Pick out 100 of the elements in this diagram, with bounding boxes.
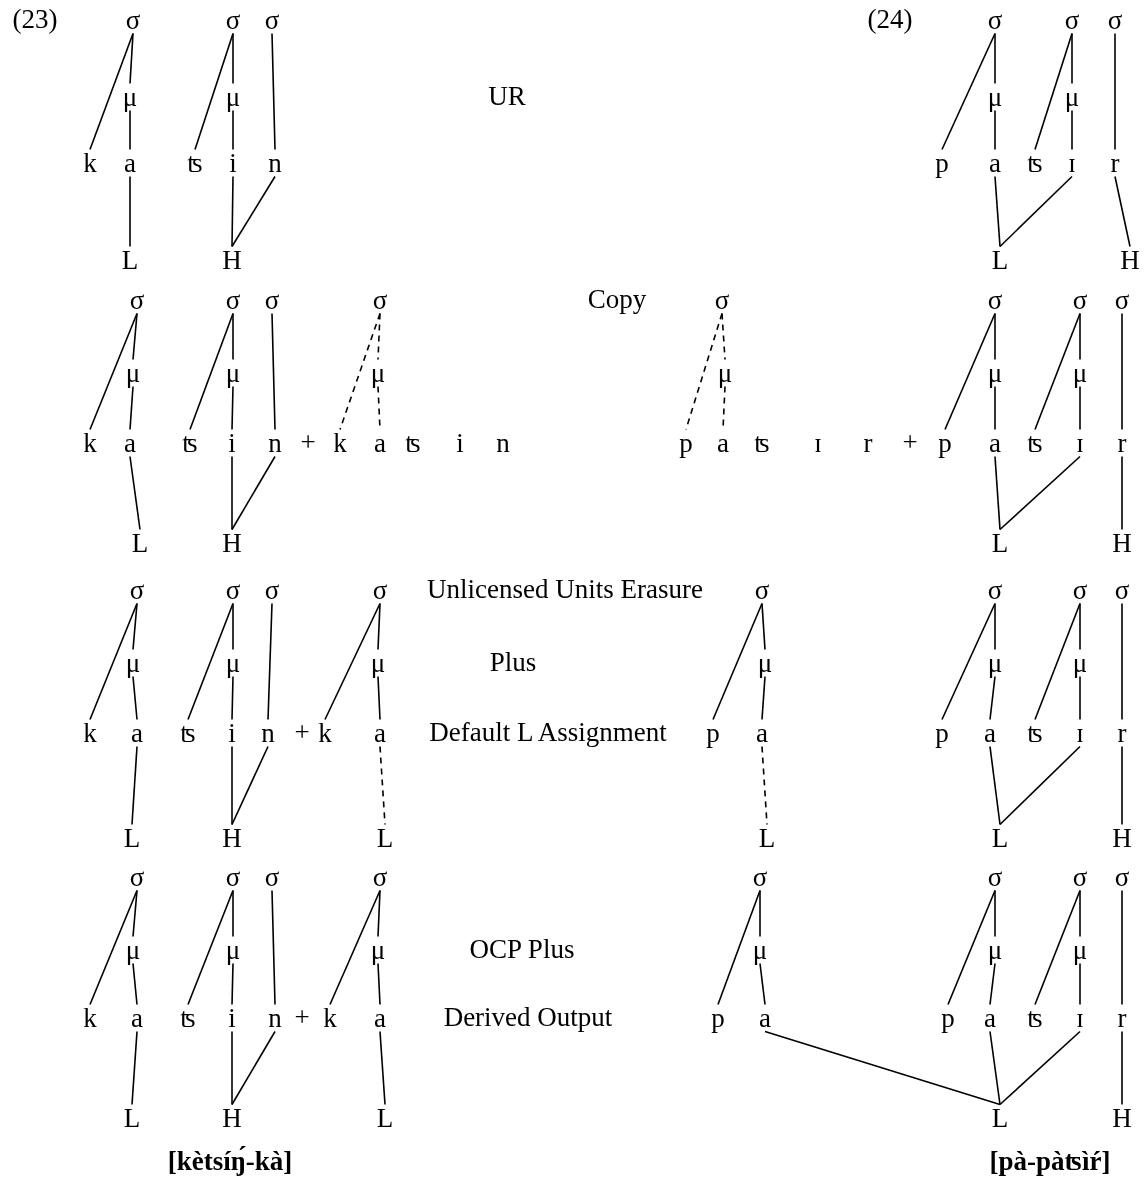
tier-symbol: σ: [1114, 286, 1130, 314]
association-line: [89, 312, 138, 431]
tier-symbol: k: [83, 1004, 97, 1032]
association-line: [194, 32, 234, 151]
association-line: [947, 889, 996, 1006]
tier-symbol: a: [374, 429, 386, 457]
association-line: [231, 1030, 276, 1106]
tier-symbol: i: [228, 1004, 236, 1032]
tier-symbol: H: [1112, 1104, 1132, 1132]
tier-symbol: σ: [372, 286, 388, 314]
tier-symbol: μ: [987, 83, 1003, 111]
plus-sign: +: [294, 718, 310, 748]
tier-symbol: ʦ: [187, 149, 203, 177]
tier-symbol: a: [374, 1004, 386, 1032]
tier-symbol: L: [121, 246, 139, 274]
association-line: [999, 175, 1073, 248]
association-line: [994, 889, 996, 938]
association-line: [941, 32, 996, 151]
association-line: [271, 312, 276, 431]
tier-symbol: μ: [125, 936, 141, 964]
tier-symbol: μ: [987, 649, 1003, 677]
association-line: [132, 889, 138, 938]
association-line: [1079, 602, 1081, 651]
tier-symbol: σ: [225, 576, 241, 604]
association-line: [231, 455, 276, 531]
tier-symbol: ʦ: [405, 429, 421, 457]
tier-symbol: σ: [129, 286, 145, 314]
tier-symbol: L: [991, 529, 1009, 557]
tier-symbol: r: [1110, 149, 1120, 177]
tier-symbol: a: [984, 719, 996, 747]
association-line: [1121, 1030, 1123, 1106]
association-line: [759, 889, 761, 938]
association-line: [994, 109, 996, 151]
tier-symbol: σ: [1072, 863, 1088, 891]
tier-symbol: L: [123, 1104, 141, 1132]
plus-sign: +: [902, 428, 918, 458]
tier-symbol: i: [456, 429, 464, 457]
association-line: [941, 602, 996, 721]
tier-symbol: σ: [372, 576, 388, 604]
association-line: [89, 602, 138, 721]
tier-symbol: L: [991, 246, 1009, 274]
example-number: (23): [12, 5, 58, 35]
association-line: [685, 312, 723, 431]
association-line: [324, 602, 381, 721]
tier-symbol: H: [1120, 246, 1140, 274]
association-line: [129, 32, 134, 85]
tier-symbol: a: [131, 1004, 143, 1032]
association-line: [994, 455, 1001, 531]
association-line: [1079, 962, 1081, 1006]
association-line: [994, 312, 996, 361]
association-line: [759, 962, 766, 1006]
association-line: [712, 602, 763, 721]
tier-symbol: L: [123, 824, 141, 852]
tier-symbol: μ: [225, 649, 241, 677]
association-line: [231, 385, 234, 431]
tier-symbol: a: [989, 149, 1001, 177]
association-line: [944, 312, 996, 431]
association-line: [129, 455, 141, 531]
tier-symbol: n: [496, 429, 510, 457]
association-line: [232, 602, 234, 651]
tier-symbol: μ: [752, 936, 768, 964]
tier-symbol: σ: [129, 576, 145, 604]
association-line: [989, 1030, 1001, 1106]
association-line: [721, 312, 726, 361]
association-line: [132, 675, 138, 721]
association-line: [377, 312, 381, 361]
tier-symbol: μ: [122, 83, 138, 111]
tier-symbol: k: [318, 719, 332, 747]
tier-symbol: σ: [372, 863, 388, 891]
association-line: [761, 745, 768, 826]
tier-symbol: a: [374, 719, 386, 747]
example-number: (24): [867, 5, 913, 35]
tier-symbol: n: [268, 149, 282, 177]
tier-symbol: σ: [264, 863, 280, 891]
tier-symbol: μ: [1072, 649, 1088, 677]
association-line: [989, 962, 996, 1006]
tier-symbol: σ: [225, 863, 241, 891]
tier-symbol: L: [376, 1104, 394, 1132]
tier-symbol: σ: [752, 863, 768, 891]
stage-label: Copy: [587, 285, 647, 315]
association-line: [89, 32, 134, 151]
tier-symbol: k: [333, 429, 347, 457]
association-line: [1121, 455, 1123, 531]
tier-symbol: a: [989, 429, 1001, 457]
tier-symbol: L: [131, 529, 149, 557]
association-line: [231, 455, 233, 531]
association-line: [231, 675, 234, 721]
association-line: [189, 312, 234, 431]
association-line: [761, 675, 766, 721]
tier-symbol: ɪ: [1076, 429, 1084, 457]
tier-symbol: μ: [987, 359, 1003, 387]
association-line: [232, 312, 234, 361]
transcription-text: [kètsíŋ́-kà]: [167, 1147, 293, 1177]
association-line: [994, 32, 996, 85]
association-line: [129, 175, 131, 248]
tier-symbol: p: [935, 719, 949, 747]
tier-symbol: i: [229, 149, 237, 177]
association-line: [329, 889, 381, 1006]
tier-symbol: H: [1112, 529, 1132, 557]
tier-symbol: a: [131, 719, 143, 747]
